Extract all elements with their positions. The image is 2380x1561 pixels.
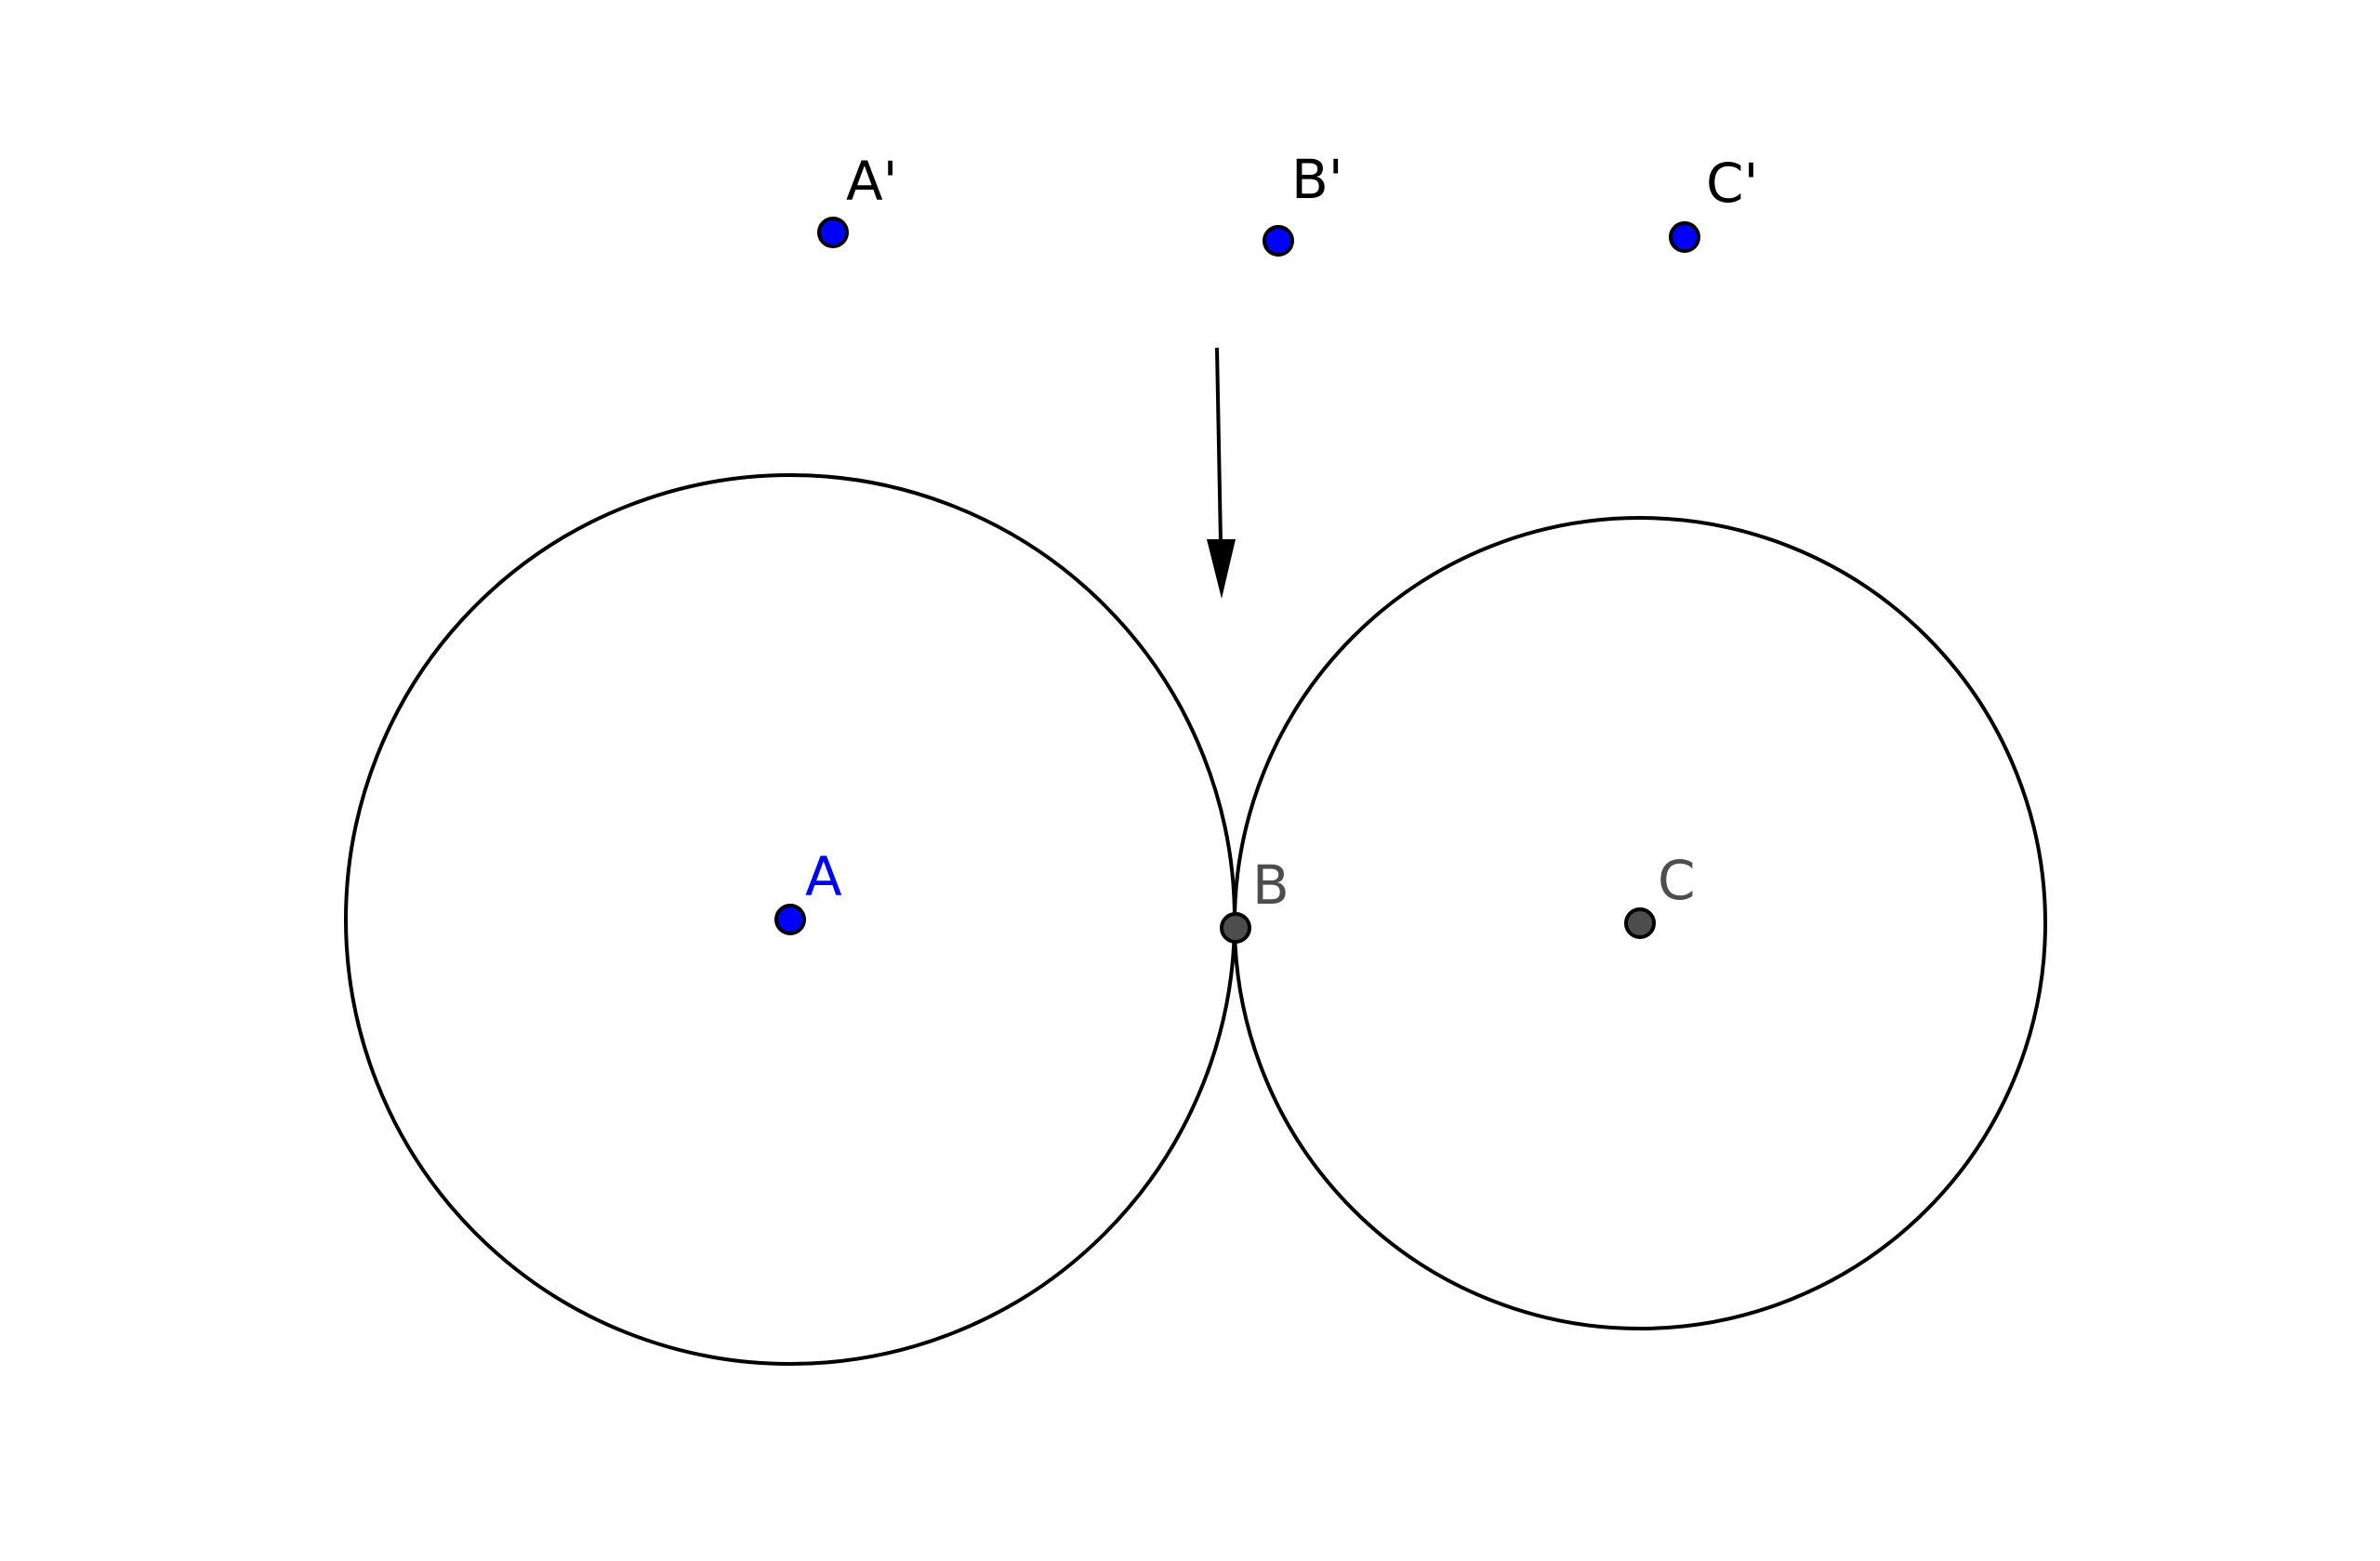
- point-a[interactable]: [774, 904, 806, 935]
- point-b[interactable]: [1220, 912, 1251, 944]
- label-c: C: [1658, 849, 1696, 912]
- down-arrow-icon[interactable]: [1207, 347, 1236, 599]
- arrow-head: [1207, 539, 1236, 599]
- arrow-shaft: [1215, 347, 1223, 544]
- label-b: B: [1252, 853, 1289, 917]
- label-a: A: [805, 845, 842, 908]
- point-c[interactable]: [1624, 907, 1656, 939]
- point-b-prime[interactable]: [1263, 225, 1294, 257]
- point-a-prime[interactable]: [817, 217, 849, 248]
- label-a-prime: A': [846, 150, 898, 213]
- label-b-prime: B': [1291, 148, 1343, 211]
- point-c-prime[interactable]: [1669, 221, 1700, 253]
- label-c-prime: C': [1706, 152, 1758, 215]
